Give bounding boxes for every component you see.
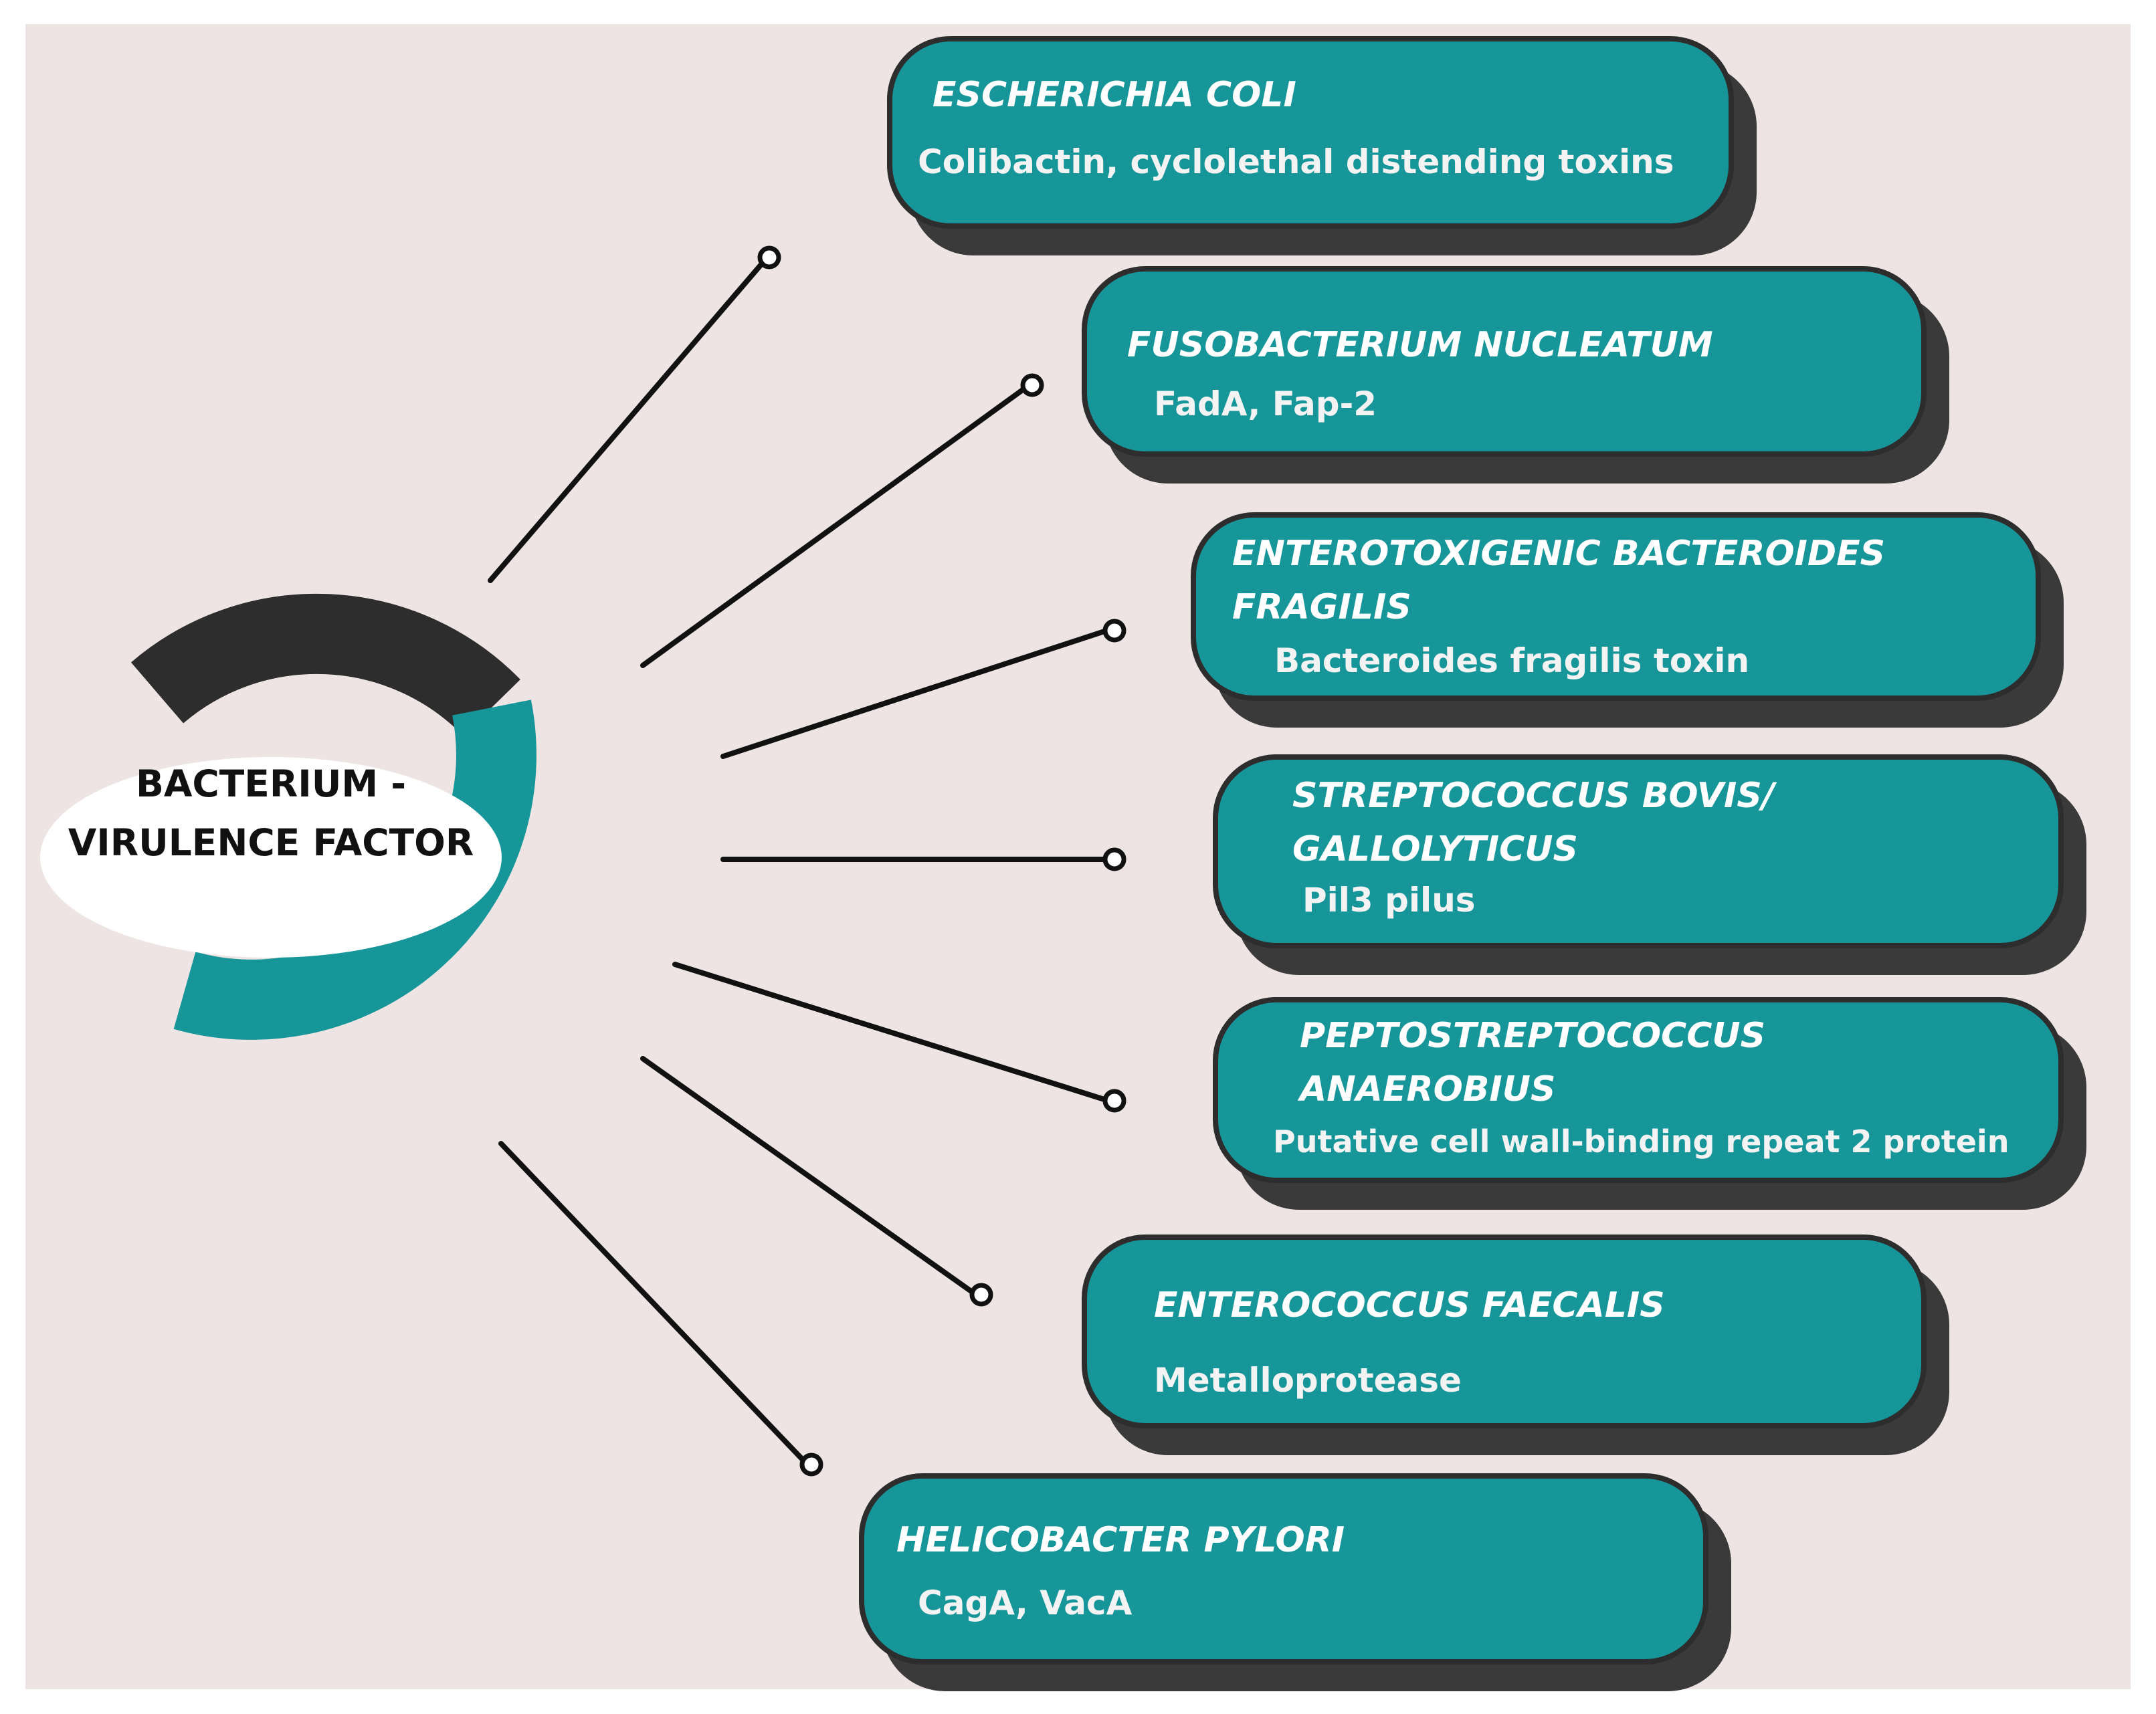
bacterium-box-e-coli: ESCHERICHIA COLI Colibactin, cyclolethal… bbox=[887, 36, 1757, 255]
connector-end-bacteroides bbox=[1102, 619, 1126, 643]
box-face bbox=[1082, 1235, 1927, 1428]
ring-dark-arc bbox=[130, 593, 520, 736]
connector-end-streptococcus bbox=[1102, 847, 1126, 871]
connector-line-peptostreptococcus bbox=[672, 962, 1109, 1103]
connector-end-helicobacter bbox=[799, 1453, 823, 1477]
connector-end-enterococcus bbox=[969, 1283, 993, 1307]
connector-line-helicobacter bbox=[498, 1141, 809, 1466]
bacterium-box-peptostreptococcus: PEPTOSTREPTOCOCCUS ANAEROBIUS Putative c… bbox=[1213, 997, 2086, 1210]
center-label: BACTERIUM - VIRULENCE FACTOR bbox=[40, 754, 502, 872]
box-face bbox=[1082, 266, 1927, 457]
bacterium-name: ENTEROCOCCUS FAECALIS bbox=[1154, 1285, 1665, 1325]
virulence-factor: Bacteroides fragilis toxin bbox=[1274, 641, 1750, 680]
bacterium-name-line-2: GALLOLYTICUS bbox=[1292, 829, 1578, 869]
center-label-line-1: BACTERIUM - bbox=[135, 762, 407, 805]
bacterium-box-bacteroides: ENTEROTOXIGENIC BACTEROIDES FRAGILIS Bac… bbox=[1191, 512, 2064, 728]
ring-teal-arc bbox=[173, 700, 536, 1040]
center-ring bbox=[130, 593, 536, 1040]
bacterium-box-streptococcus: STREPTOCOCCUS BOVIS/ GALLOLYTICUS Pil3 p… bbox=[1213, 754, 2086, 975]
bacterium-box-helicobacter: HELICOBACTER PYLORI CagA, VacA bbox=[859, 1473, 1731, 1691]
bacterium-name: HELICOBACTER PYLORI bbox=[896, 1520, 1345, 1560]
connector-end-fusobacterium bbox=[1020, 373, 1044, 397]
virulence-factor: Putative cell wall-binding repeat 2 prot… bbox=[1273, 1123, 2010, 1160]
bacterium-name-line-1: ENTEROTOXIGENIC BACTEROIDES bbox=[1232, 534, 1886, 574]
bacterium-name-line-2: ANAEROBIUS bbox=[1300, 1069, 1556, 1109]
bacterium-name-line-2: FRAGILIS bbox=[1232, 587, 1411, 627]
center-label-line-2: VIRULENCE FACTOR bbox=[68, 821, 474, 864]
box-face bbox=[1213, 997, 2064, 1183]
bacterium-box-fusobacterium: FUSOBACTERIUM NUCLEATUM FadA, Fap-2 bbox=[1082, 266, 1949, 484]
connector-end-e-coli bbox=[757, 245, 781, 270]
connector-line-e-coli bbox=[488, 255, 769, 583]
bacterium-name: FUSOBACTERIUM NUCLEATUM bbox=[1127, 325, 1713, 365]
virulence-factor: Metalloprotease bbox=[1154, 1361, 1462, 1400]
bacterium-name-line-1: PEPTOSTREPTOCOCCUS bbox=[1300, 1016, 1766, 1056]
virulence-factor: Colibactin, cyclolethal distending toxin… bbox=[918, 142, 1674, 181]
connector-line-fusobacterium bbox=[640, 383, 1031, 668]
connector-line-bacteroides bbox=[720, 628, 1109, 759]
bacterium-box-enterococcus: ENTEROCOCCUS FAECALIS Metalloprotease bbox=[1082, 1235, 1949, 1455]
connector-end-peptostreptococcus bbox=[1102, 1089, 1126, 1113]
box-face bbox=[1191, 512, 2041, 701]
virulence-factor: FadA, Fap-2 bbox=[1154, 385, 1377, 423]
bacterium-name: ESCHERICHIA COLI bbox=[933, 75, 1296, 115]
center-ellipse bbox=[40, 757, 502, 958]
connector-line-enterococcus bbox=[640, 1056, 979, 1297]
box-face bbox=[1213, 754, 2064, 948]
virulence-factor: CagA, VacA bbox=[918, 1584, 1133, 1622]
box-face bbox=[859, 1473, 1708, 1665]
bacterium-name-line-1: STREPTOCOCCUS BOVIS/ bbox=[1292, 776, 1775, 816]
virulence-factor: Pil3 pilus bbox=[1302, 881, 1476, 920]
box-face bbox=[887, 36, 1734, 229]
